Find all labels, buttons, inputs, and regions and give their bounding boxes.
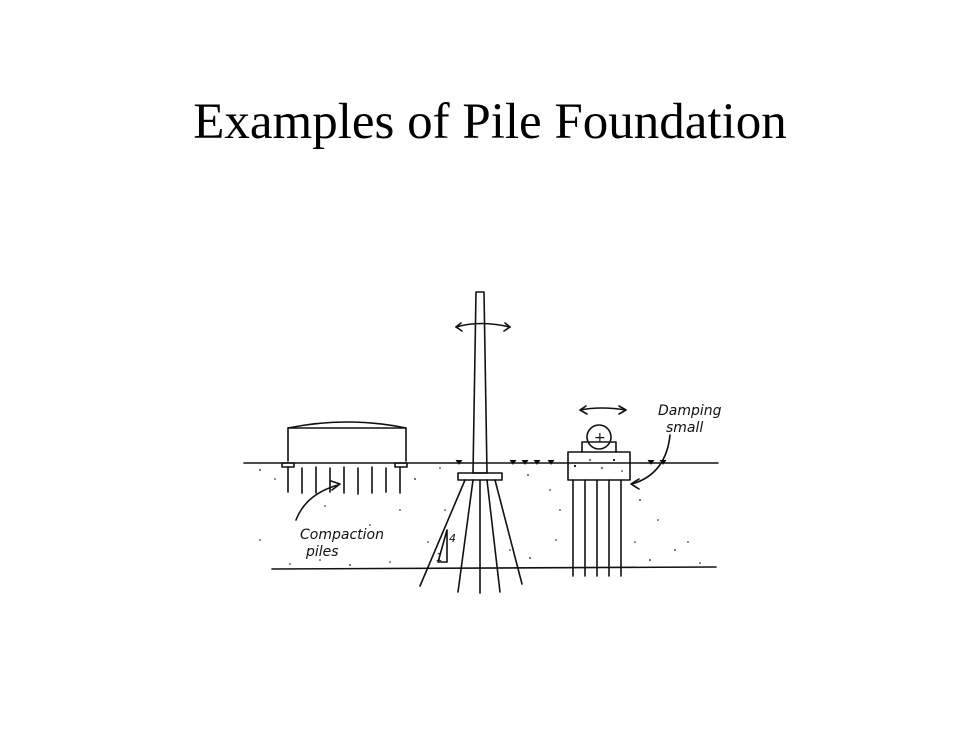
damping-arrow <box>631 434 671 485</box>
sketch-svg: Compaction piles Damping small 4 1 + <box>243 291 722 594</box>
grass-ticks <box>455 459 667 465</box>
slide-title: Examples of Pile Foundation <box>193 94 787 150</box>
damping-label-line1: Damping <box>658 403 722 419</box>
machine-piles <box>572 479 622 577</box>
compaction-arrow <box>295 484 339 521</box>
damping-label-line2: small <box>666 420 703 436</box>
compaction-piles <box>287 466 401 495</box>
machine-symbol: + <box>594 430 606 446</box>
storage-tank <box>281 421 408 468</box>
tower <box>455 291 511 474</box>
firm-stratum-line <box>271 566 717 570</box>
soil-stipple <box>259 458 701 566</box>
pile-foundation-sketch: Compaction piles Damping small 4 1 + <box>230 280 750 610</box>
slope-horizontal-label: 1 <box>436 551 443 564</box>
compaction-label-line1: Compaction <box>300 527 384 543</box>
slope-vertical-label: 4 <box>449 532 456 545</box>
slope-triangle <box>437 529 448 563</box>
compaction-label-line2: piles <box>305 544 339 560</box>
batter-piles <box>419 479 523 594</box>
machine-foundation <box>567 405 631 481</box>
pile-cap <box>457 472 503 481</box>
